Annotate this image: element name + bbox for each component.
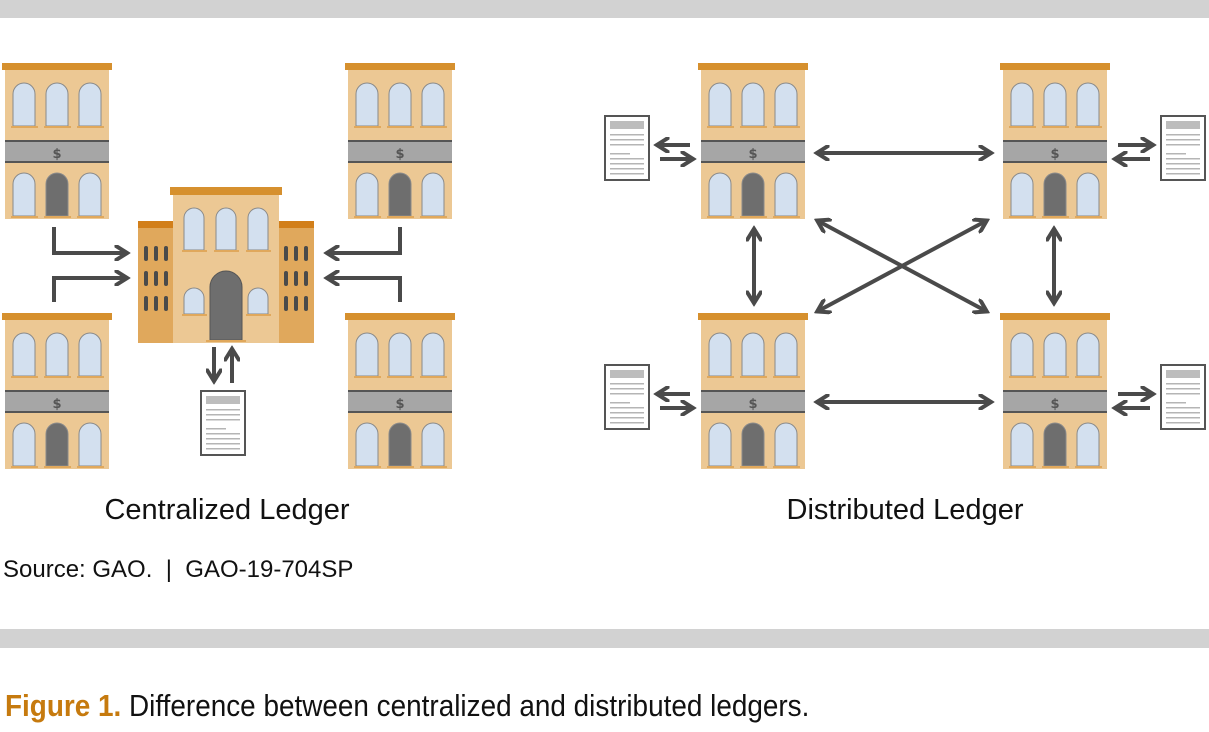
bank-building-icon — [698, 63, 808, 219]
bank-building-icon — [698, 313, 808, 469]
ledger-document-icon — [604, 364, 650, 430]
ledger-document-icon — [200, 390, 246, 456]
top-divider-band — [0, 0, 1209, 18]
ledger-diagram: $ — [2, 63, 1206, 469]
bank-building-icon — [1000, 313, 1110, 469]
bank-building-icon — [345, 313, 455, 469]
bottom-divider-band — [0, 629, 1209, 648]
central-bank-icon — [138, 187, 314, 343]
centralized-ledger-label: Centralized Ledger — [104, 494, 350, 526]
arrow-to-central — [52, 278, 124, 302]
bank-building-icon — [1000, 63, 1110, 219]
ledger-document-icon — [604, 115, 650, 181]
ledger-document-icon — [1160, 364, 1206, 430]
source-note: Source: GAO. | GAO-19-704SP — [3, 556, 354, 583]
figure-caption: Figure 1. Difference between centralized… — [5, 688, 809, 724]
bank-building-icon — [2, 63, 112, 219]
bank-building-icon — [345, 63, 455, 219]
distributed-ledger-diagram — [604, 63, 1206, 469]
bank-building-icon — [2, 313, 112, 469]
distributed-ledger-label: Distributed Ledger — [786, 494, 1024, 526]
arrow-to-central — [52, 227, 124, 253]
figure-number: Figure 1. — [5, 688, 122, 723]
peer-link-arrow — [820, 222, 984, 310]
arrow-to-central — [330, 227, 402, 253]
centralized-ledger-diagram — [2, 63, 455, 469]
figure-caption-text: Difference between centralized and distr… — [121, 688, 810, 723]
ledger-document-icon — [1160, 115, 1206, 181]
arrow-to-central — [330, 278, 402, 302]
